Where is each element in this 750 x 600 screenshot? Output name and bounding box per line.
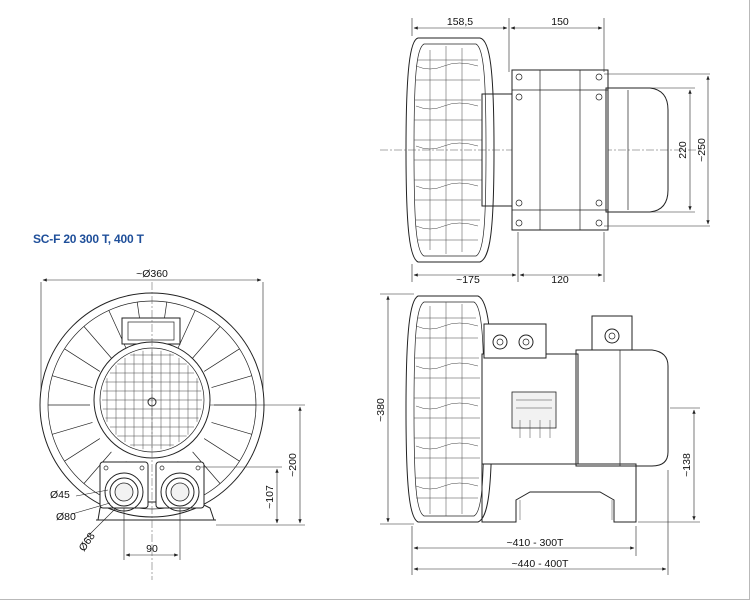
dim-port-d1: Ø45 <box>50 489 70 501</box>
front-view: ~Ø360 <box>39 268 305 580</box>
housing-fin <box>64 348 101 372</box>
dim-top-width-left: 158,5 <box>447 16 473 28</box>
housing-fin <box>52 375 93 388</box>
housing-fin <box>203 348 240 372</box>
top-view-mount-holes <box>512 70 608 230</box>
housing-fin <box>211 375 252 388</box>
housing-fin <box>177 310 196 349</box>
top-view-housing-inner <box>413 43 487 257</box>
dim-front-diameter: ~Ø360 <box>136 268 168 280</box>
housing-fin <box>64 438 101 462</box>
dim-port-d2: Ø80 <box>56 511 76 523</box>
dim-top-height-inner: 220 <box>677 141 689 159</box>
dim-side-height-total: ~380 <box>375 398 387 422</box>
dim-front-height-outlet: ~107 <box>264 485 276 509</box>
model-title: SC-F 20 300 T, 400 T <box>33 232 144 246</box>
top-view-dimensions: 158,5 150 220 ~250 ~175 120 <box>411 16 710 286</box>
housing-fin <box>83 451 112 484</box>
housing-fin <box>192 326 221 359</box>
dim-top-height-outer: ~250 <box>696 138 708 162</box>
housing-fin <box>203 438 240 462</box>
top-view-housing <box>405 37 495 263</box>
dim-side-length-400: ~440 - 400T <box>512 558 570 570</box>
dim-top-width-right: 150 <box>551 16 569 28</box>
side-view-base <box>481 463 637 523</box>
housing-fin <box>83 326 112 359</box>
side-view-housing <box>405 295 493 523</box>
top-view: 158,5 150 220 ~250 ~175 120 <box>380 16 710 286</box>
side-view-motor-end <box>575 349 669 467</box>
dim-port-d3: Ø68 <box>77 530 98 553</box>
dim-top-bottom-left: ~175 <box>456 274 480 286</box>
dim-front-height-total: ~200 <box>287 453 299 477</box>
top-view-motor <box>511 69 609 231</box>
side-view: ~380 ~138 ~410 - 300T ~440 - 400T <box>375 293 700 575</box>
housing-fin <box>192 451 221 484</box>
dim-top-bottom-right: 120 <box>551 274 569 286</box>
top-view-motor-end <box>605 87 669 213</box>
housing-fin <box>211 422 252 435</box>
housing-fin <box>52 422 93 435</box>
dim-side-length-300: ~410 - 300T <box>507 537 565 549</box>
side-view-fins <box>414 302 480 516</box>
side-view-terminal-box <box>483 323 547 359</box>
dim-side-height-axis: ~138 <box>681 453 693 477</box>
